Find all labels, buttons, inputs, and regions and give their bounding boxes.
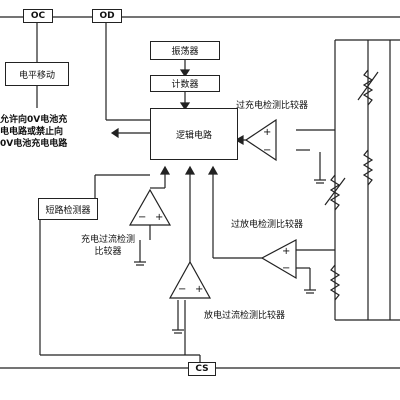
counter-block: 计数器	[150, 75, 220, 92]
pin-oc: OC	[23, 9, 53, 23]
zero-volt-line2: 电电路或禁止向	[0, 127, 64, 137]
zero-volt-line1: 允许向0V电池充	[0, 115, 68, 125]
svg-text:−: −	[282, 263, 290, 274]
svg-text:−: −	[263, 145, 271, 156]
oscillator-block: 振荡器	[150, 41, 220, 60]
discharge-overcurrent-label: 放电过流检测比较器	[204, 311, 286, 321]
zero-volt-note: 允许向0V电池充 电电路或禁止向 0V电池充电电路	[0, 114, 118, 150]
pin-cs: CS	[188, 362, 216, 376]
pin-od: OD	[92, 9, 122, 23]
svg-text:+: +	[155, 212, 163, 223]
svg-text:+: +	[263, 127, 271, 138]
svg-text:+: +	[195, 284, 203, 295]
level-shift-block: 电平移动	[5, 62, 69, 86]
svg-text:−: −	[138, 212, 146, 223]
charge-overcurrent-line1: 充电过流检测	[80, 235, 135, 245]
charge-overcurrent-label: 充电过流检测 比较器	[66, 234, 150, 258]
short-detect-block: 短路检测器	[38, 198, 98, 220]
zero-volt-line3: 0V电池充电电路	[0, 139, 68, 149]
logic-block: 逻辑电路	[150, 108, 238, 160]
overcharge-comparator-label: 过充电检测比较器	[236, 101, 309, 111]
charge-overcurrent-line2: 比较器	[94, 247, 122, 257]
svg-text:−: −	[178, 284, 186, 295]
overdischarge-comparator-label: 过放电检测比较器	[231, 220, 304, 230]
svg-text:+: +	[282, 246, 290, 257]
